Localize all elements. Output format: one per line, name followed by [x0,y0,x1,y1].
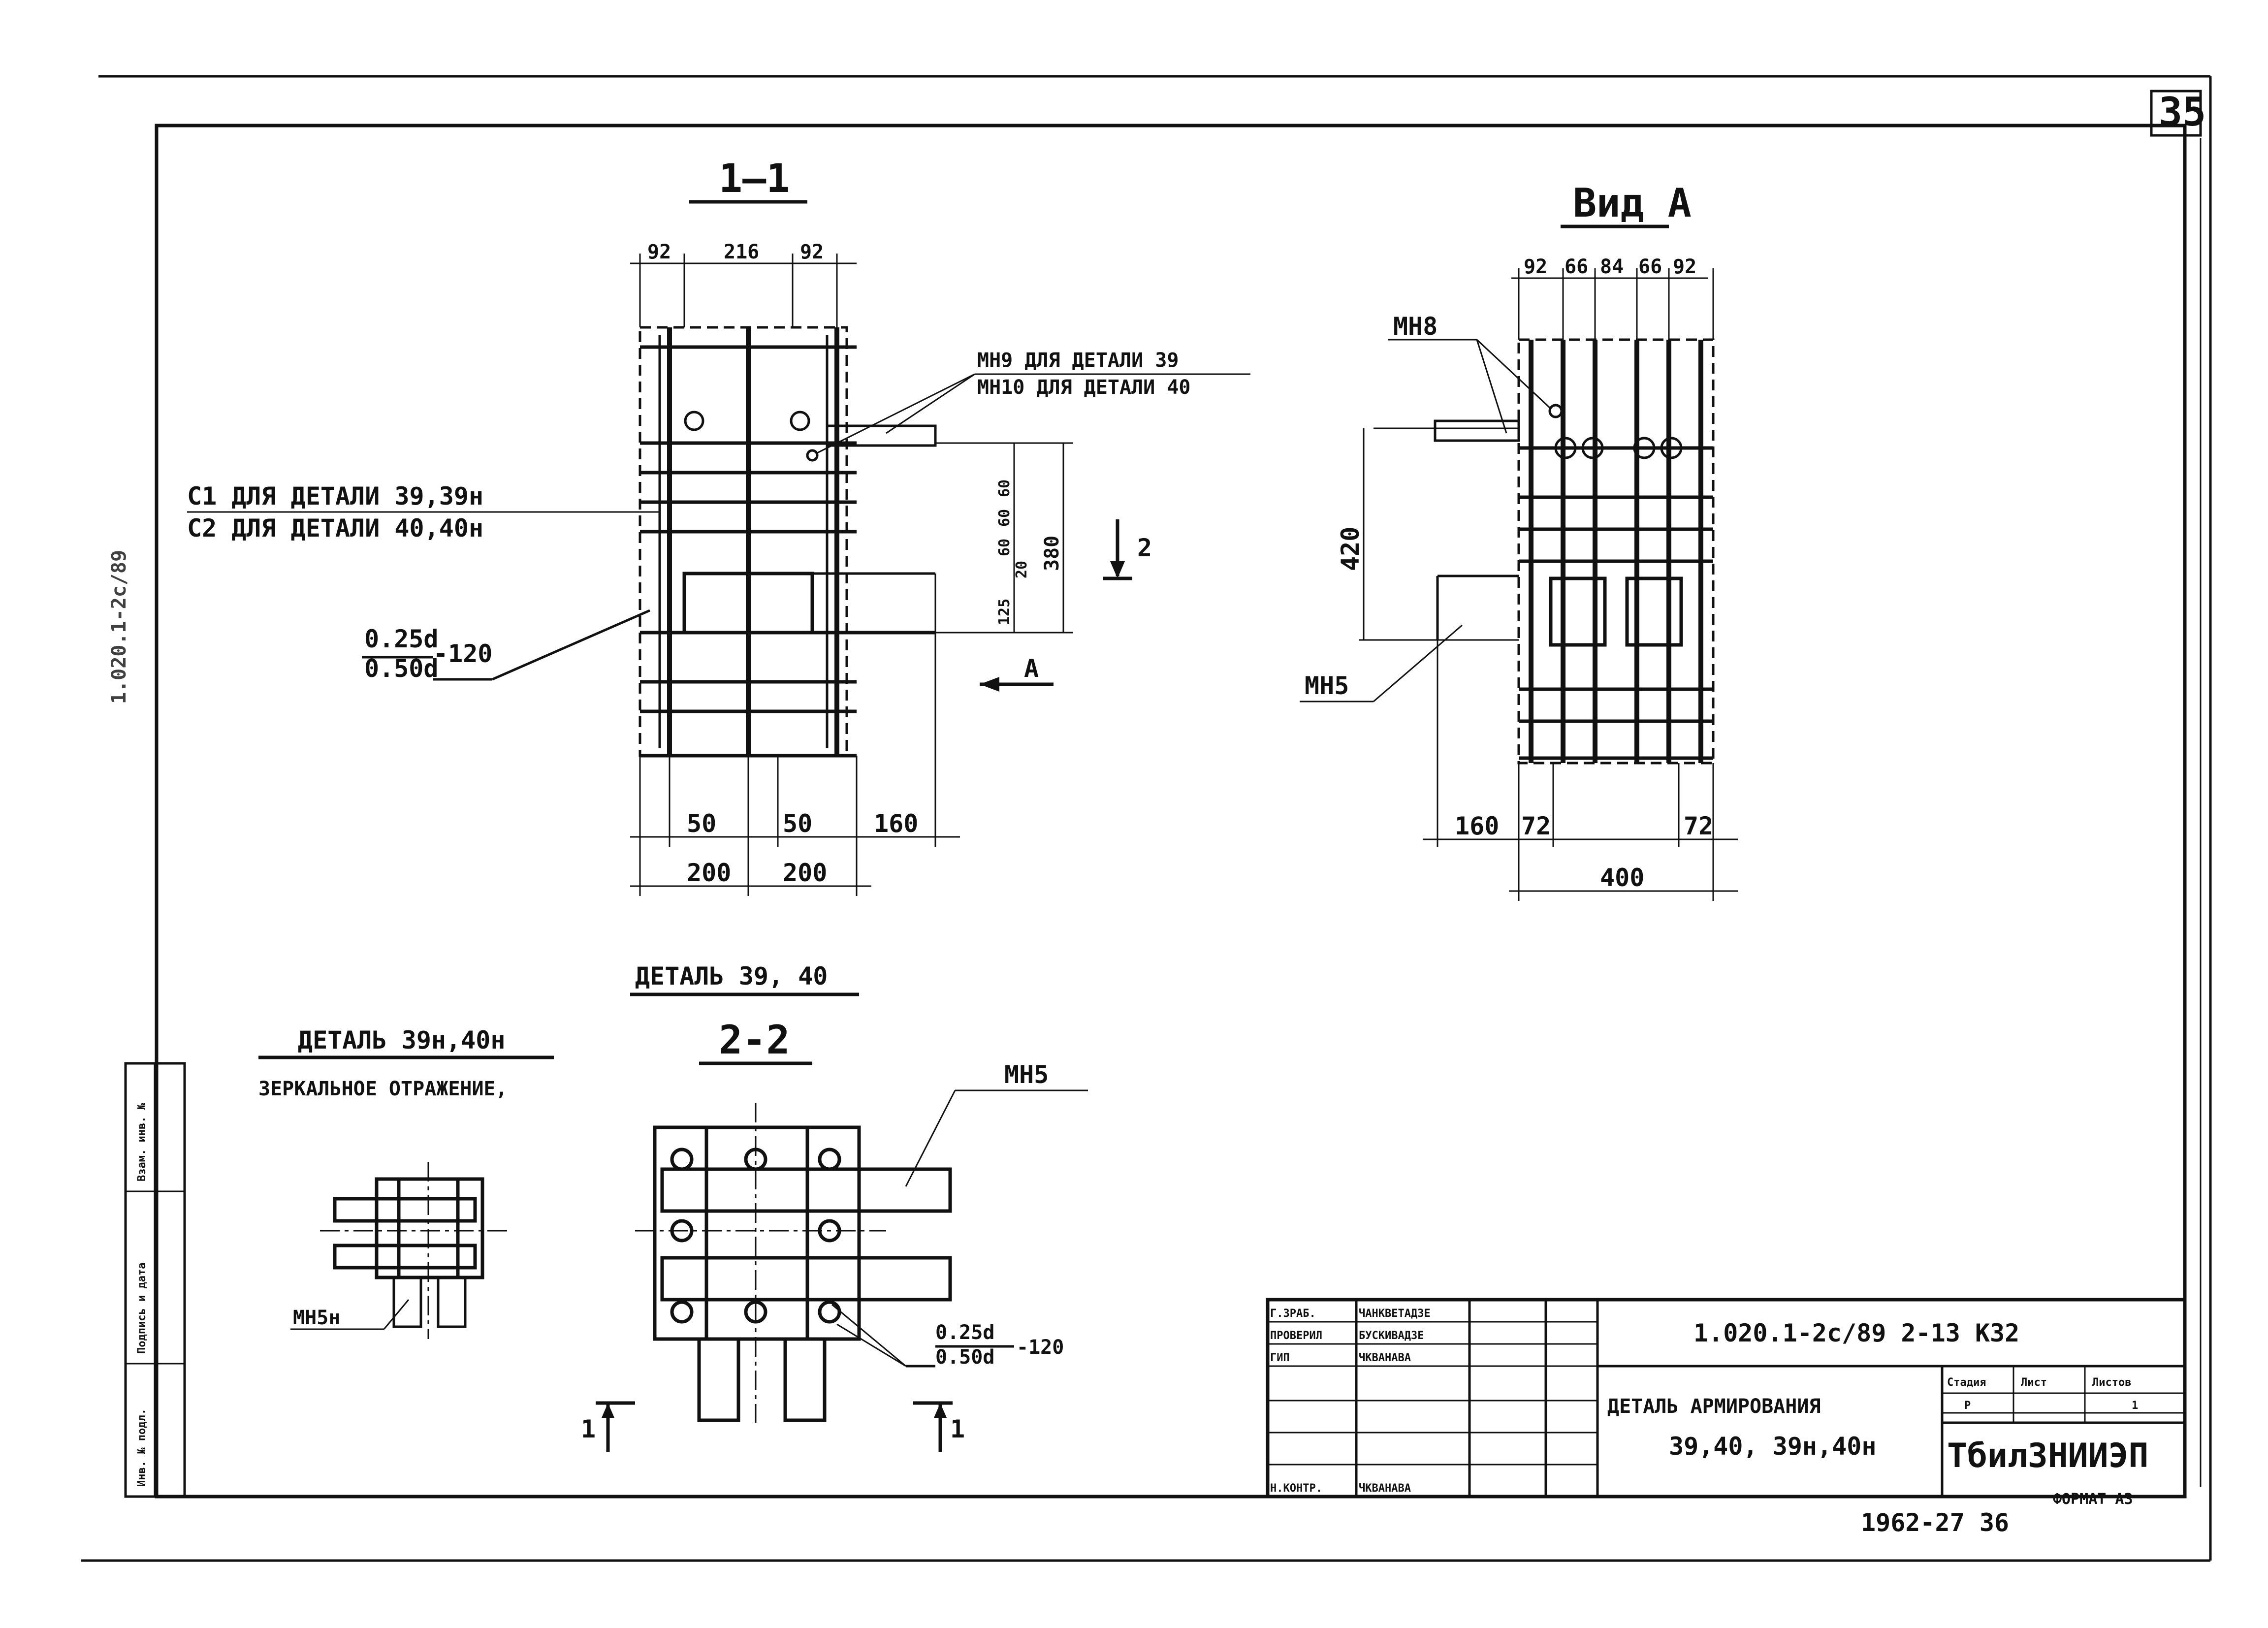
sheet-number: 35 [2159,89,2206,135]
org-name: ТбилЗНИИЭП [1947,1436,2148,1475]
label-mn5-22: МН5 [1004,1060,1049,1089]
name-1: БУСКИВАДЗЕ [1359,1330,1424,1342]
drawing-title-2: 39,40, 39н,40н [1669,1432,1876,1461]
role-1: ПРОВЕРИЛ [1270,1330,1322,1342]
stage-header: Стадия [1947,1376,1986,1389]
label-mn5-va: МН5 [1305,671,1349,700]
dim-va-top-0: 92 [1524,255,1547,278]
doc-code: 1.020.1-2с/89 2-13 К32 [1693,1319,2019,1347]
section-1-1: 1—1 [187,156,1250,896]
detail-39n-title: ДЕТАЛЬ 39н,40н [298,1026,505,1054]
cut-left-label: 1 [581,1415,596,1443]
sheets-value: 1 [2132,1400,2138,1412]
dim-1-1-right-1: 60 [996,509,1013,527]
role-0: Г.ЗРАБ. [1270,1308,1316,1320]
dim-va-bot-2: 72 [1684,812,1713,840]
detail-39n-40n: ДЕТАЛЬ 39н,40н ЗЕРКАЛЬНОЕ ОТРАЖЕНИЕ, МН5… [258,1026,554,1339]
dim-1-1-right-5: 380 [1041,536,1063,571]
dim-1-1-right-4: 125 [996,599,1013,625]
role-6: Н.КОНТР. [1270,1482,1322,1495]
dim-1-1-right-2: 60 [996,539,1013,556]
detail-39-40-title: ДЕТАЛЬ 39, 40 [635,962,828,990]
dim-1-1-top-1: 216 [724,241,759,263]
dim-va-bot-0: 160 [1455,812,1499,840]
label-c2: С2 ДЛЯ ДЕТАЛИ 40,40н [187,514,483,543]
format-label: ФОРМАТ А3 [2053,1491,2133,1508]
dim-va-bot2: 400 [1600,863,1644,892]
dim-va-top-3: 66 [1638,255,1662,278]
detail-39-40: ДЕТАЛЬ 39, 40 2-2 МН5 0.25d 0.50d -120 [581,962,1088,1452]
view-a-horizontal-bars [1519,446,1713,760]
dim-va-top-2: 84 [1600,255,1624,278]
label-mn9: МН9 ДЛЯ ДЕТАЛИ 39 [977,349,1179,372]
dim-va-top-4: 92 [1673,255,1696,278]
dim-1-1-bot-1: 50 [783,809,812,838]
side-approval-block: Инв. № подл. Подпись и дата Взам. инв. № [124,1062,186,1498]
dim-va-bot-1: 72 [1521,812,1551,840]
dim-1-1-right-0: 60 [996,479,1013,497]
label-mn10: МН10 ДЛЯ ДЕТАЛИ 40 [977,376,1190,399]
dim-1-1-bot2-1: 200 [783,859,827,887]
sheets-header: Листов [2092,1376,2131,1389]
role-2: ГИП [1270,1352,1290,1364]
footer-number: 1962-27 36 [1861,1508,2009,1537]
section-1-1-title: 1—1 [719,156,790,201]
dim-1-1-bot-0: 50 [687,809,716,838]
arrow-a-label: А [1024,654,1039,683]
label-mn5n: МН5н [293,1307,340,1329]
cut-right-label: 1 [950,1415,965,1443]
dim-va-left: 420 [1336,527,1365,571]
side-label-3: Взам. инв. № [136,1103,148,1181]
weld-22-top: 0.25d [935,1321,994,1344]
dim-1-1-right-3: 20 [1013,561,1030,578]
side-stamp: 1.020.1-2с/89 [108,550,130,704]
dim-va-top-1: 66 [1565,255,1588,278]
side-label-2: Подпись и дата [136,1263,148,1354]
weld-1-1-len: -120 [433,639,492,668]
dim-1-1-bot2-0: 200 [687,859,731,887]
arrow-2-label: 2 [1137,534,1152,562]
sheet-frame [81,75,2212,1562]
view-a: Вид А 92 66 84 66 92 [1300,180,1738,901]
drawing-title-1: ДЕТАЛЬ АРМИРОВАНИЯ [1607,1395,1821,1418]
name-0: ЧАНКВЕТАДЗЕ [1359,1308,1431,1320]
name-2: ЧКВАНАВА [1359,1352,1411,1364]
section-1-1-horizontal-bars [640,345,935,758]
weld-1-1-top: 0.25d [364,625,439,653]
section-2-2-title: 2-2 [719,1017,790,1063]
weld-22-len: -120 [1017,1336,1064,1359]
detail-39n-subtitle: ЗЕРКАЛЬНОЕ ОТРАЖЕНИЕ, [258,1078,508,1100]
view-a-title: Вид А [1573,180,1692,226]
weld-22-bottom: 0.50d [935,1346,994,1369]
dim-1-1-top-2: 92 [800,241,824,263]
label-c1: С1 ДЛЯ ДЕТАЛИ 39,39н [187,482,483,511]
name-6: ЧКВАНАВА [1359,1482,1411,1495]
side-label-1: Инв. № подл. [136,1408,148,1487]
dim-1-1-top-0: 92 [647,241,671,263]
title-block: Г.ЗРАБ. ПРОВЕРИЛ ГИП Н.КОНТР. ЧАНКВЕТАДЗ… [1266,1298,2187,1499]
sheet-header: Лист [2021,1376,2047,1389]
label-mn8: МН8 [1393,312,1437,341]
dim-1-1-bot-2: 160 [874,809,918,838]
weld-1-1-bottom: 0.50d [364,654,439,683]
stage-value: Р [1964,1400,1971,1412]
